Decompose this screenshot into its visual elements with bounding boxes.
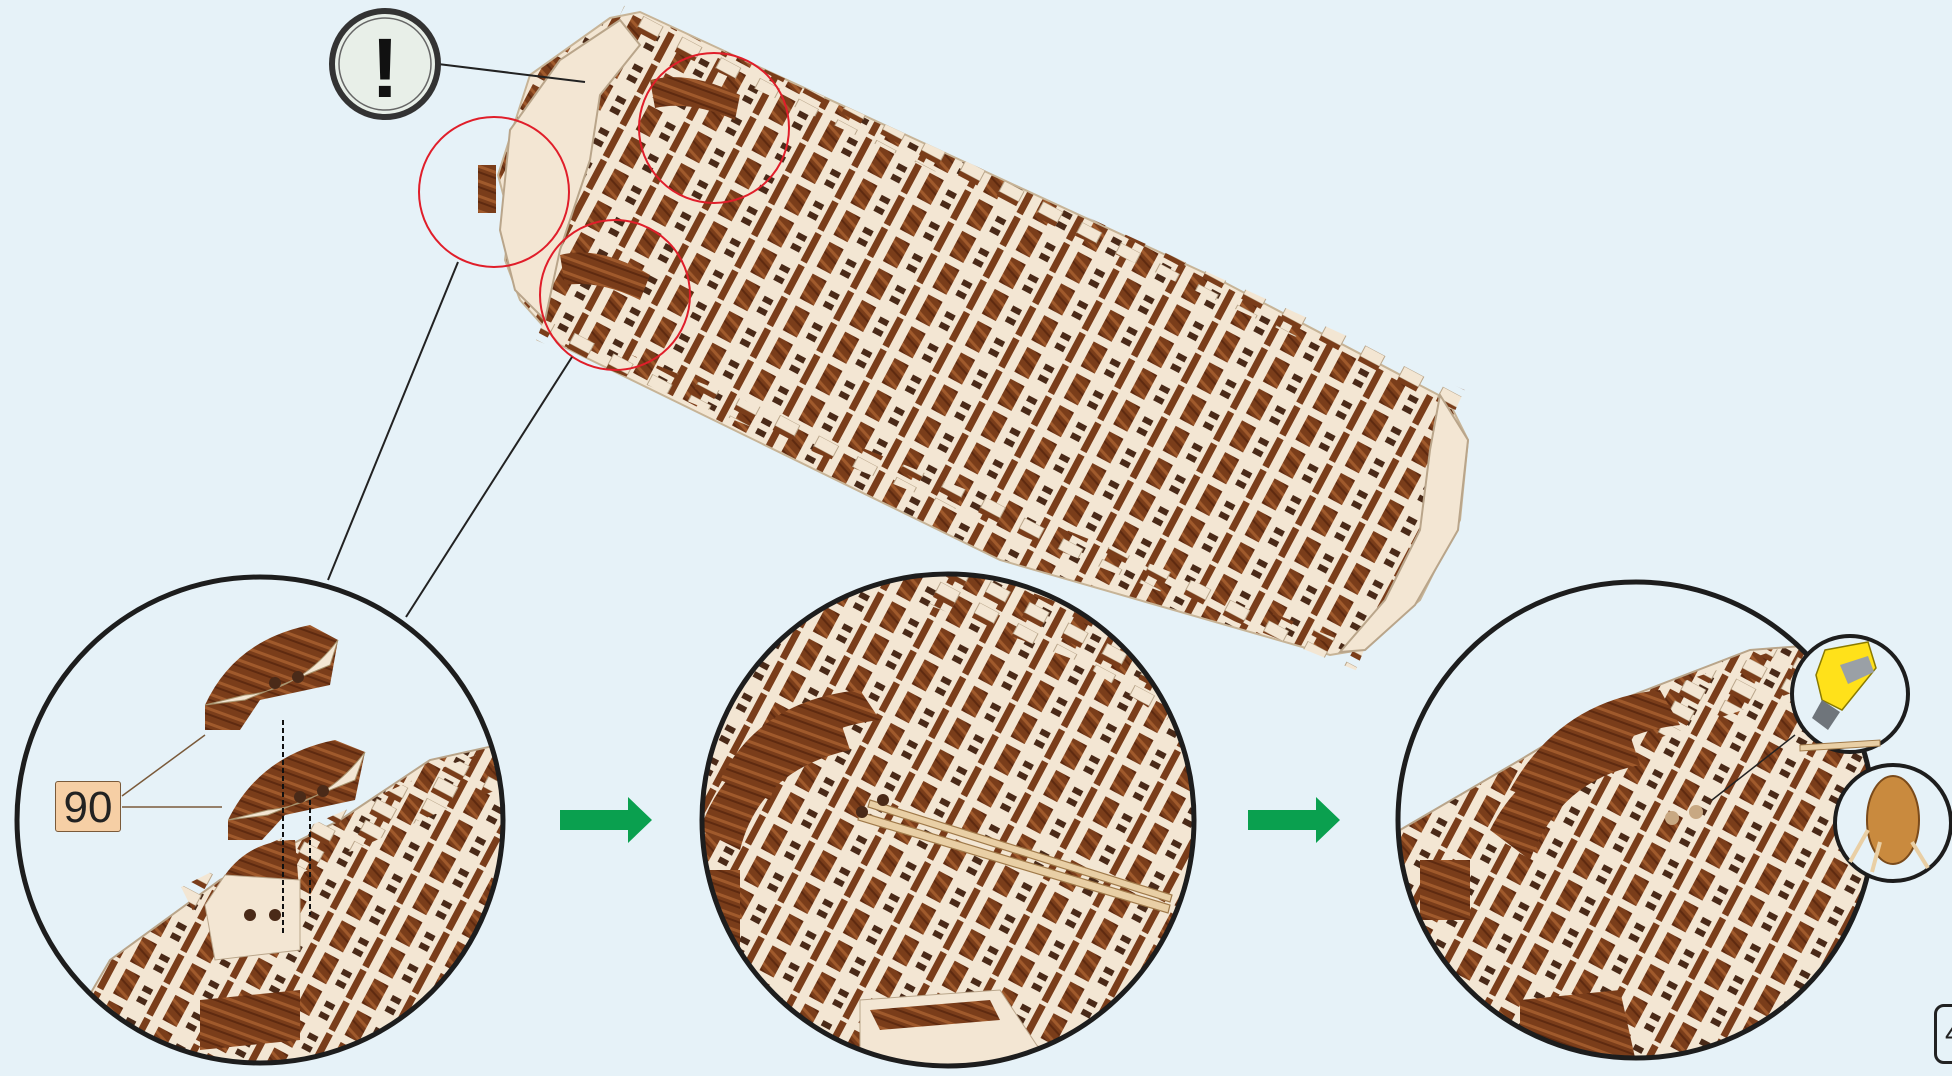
sanding-disc-icon: [1835, 765, 1951, 881]
page-number: 4: [1934, 1004, 1952, 1064]
detail-circle-step-2: [690, 570, 1210, 1071]
part-number-label: 90: [55, 781, 121, 832]
track-assembly: [478, 12, 1468, 660]
green-right-arrow-icon: [1248, 797, 1340, 843]
green-right-arrow-icon: [560, 797, 652, 843]
exclamation-warning-icon: !: [332, 11, 438, 117]
utility-knife-icon: [1792, 636, 1908, 752]
warning-mark: !: [371, 21, 399, 115]
